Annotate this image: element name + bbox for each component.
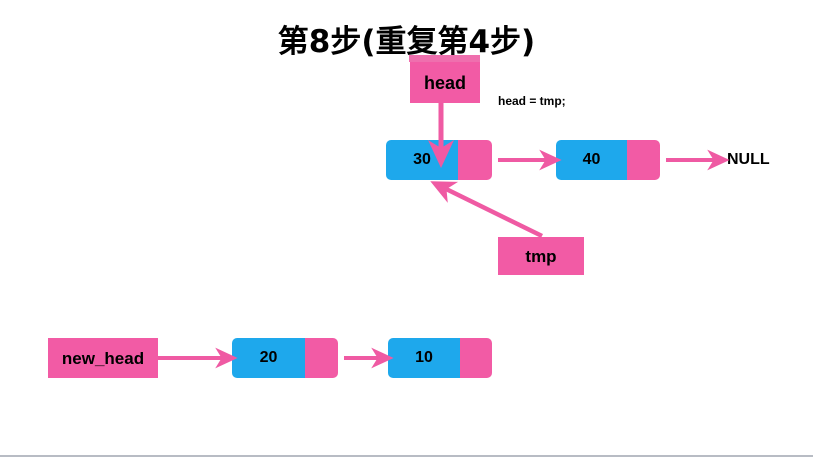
list-node-20-next-pointer — [305, 338, 338, 378]
page-title: 第8步(重复第4步) — [277, 24, 536, 60]
arrow-tmp-to-node30 — [430, 181, 543, 239]
list-node-30[interactable]: 30 — [386, 140, 492, 180]
list-node-20-value: 20 — [232, 338, 305, 378]
null-terminator-label: NULL — [727, 151, 770, 168]
list-node-10-value: 10 — [388, 338, 460, 378]
title-underline — [409, 55, 480, 62]
list-node-10[interactable]: 10 — [388, 338, 492, 378]
list-node-40-value: 40 — [556, 140, 627, 180]
list-node-40-next-pointer — [627, 140, 660, 180]
pointer-box-head-label: head — [423, 72, 466, 93]
pointer-box-tmp-label: tmp — [525, 246, 557, 266]
code-annotation-head-assign: head = tmp; — [498, 94, 566, 108]
pointer-box-new-head-label: new_head — [61, 348, 145, 368]
list-node-40[interactable]: 40 — [556, 140, 660, 180]
list-node-20[interactable]: 20 — [232, 338, 338, 378]
list-node-10-next-pointer — [460, 338, 492, 378]
list-node-30-value: 30 — [386, 140, 458, 180]
pointer-box-head[interactable]: head — [410, 62, 480, 103]
pointer-box-tmp[interactable]: tmp — [498, 237, 584, 275]
list-node-30-next-pointer — [458, 140, 492, 180]
pointer-box-new-head[interactable]: new_head — [48, 338, 158, 378]
